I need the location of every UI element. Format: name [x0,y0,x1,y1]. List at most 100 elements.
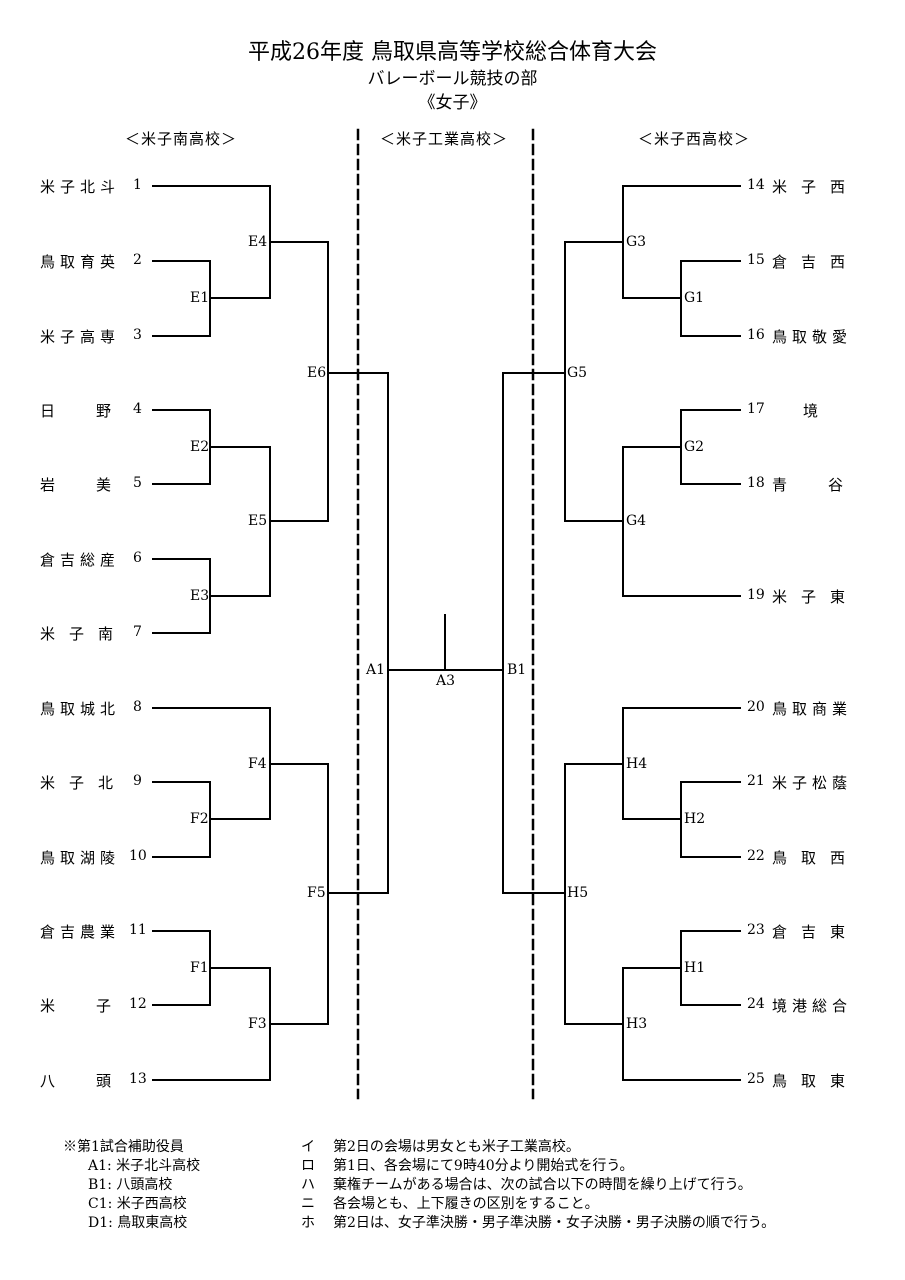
left-team-name: 鳥取育英 [40,253,121,271]
bracket-g5 [564,241,624,522]
right-team-number: 20 [747,699,765,715]
note-mark: ホ [301,1215,315,1231]
left-team-number: 10 [129,848,147,864]
note-text: 第1日、各会場にて9時40分より開始式を行う。 [333,1158,634,1174]
left-team-number: 6 [133,550,142,566]
left-team-name: 米 子 [40,997,125,1015]
bracket-e5 [209,446,271,597]
left-team-name: 米子南 [40,625,128,643]
bracket-h3 [622,967,741,1081]
left-team-name: 鳥取湖陵 [40,849,121,867]
match-label-h5: H5 [567,885,589,901]
right-team-name: 米子松蔭 [772,774,853,792]
bracket-f3 [152,967,271,1081]
right-team-number: 23 [747,922,765,938]
left-team-name: 米子北 [40,774,128,792]
match-label-g3: G3 [626,234,647,250]
right-team-name: 鳥取敬愛 [772,328,853,346]
right-team-number: 17 [747,401,765,417]
bracket-b1 [502,372,566,894]
match-label-f4: F4 [248,756,267,772]
match-label-b1: B1 [507,662,527,678]
note-mark: ニ [301,1196,315,1212]
match-label-g5: G5 [567,365,588,381]
left-team-number: 11 [129,922,147,938]
match-label-e1: E1 [190,290,210,306]
match-label-g1: G1 [684,290,705,306]
bracket-e1 [152,260,211,337]
match-label-e4: E4 [248,234,268,250]
left-team-name: 米子北斗 [40,178,121,196]
match-label-g2: G2 [684,439,705,455]
bracket-g4 [622,446,741,597]
left-team-number: 12 [129,996,147,1012]
officials-heading: ※第1試合補助役員 [63,1139,184,1155]
note-text: 各会場とも、上下履きの区別をすること。 [333,1196,599,1212]
note-mark: ハ [301,1177,315,1193]
left-team-name: 倉吉農業 [40,923,121,941]
left-team-number: 9 [133,773,142,789]
note-text: 第2日の会場は男女とも米子工業高校。 [333,1139,580,1155]
bracket-g1 [680,260,741,337]
left-team-number: 8 [133,699,142,715]
right-team-name: 米子東 [772,588,860,606]
bracket-e6 [269,241,329,522]
right-team-name: 鳥取商業 [772,700,853,718]
match-label-h2: H2 [684,811,706,827]
match-label-g4: G4 [626,513,647,529]
officials-item: A1: 米子北斗高校 [88,1158,201,1174]
note-mark: イ [301,1139,315,1155]
left-team-name: 日 野 [40,402,125,420]
category-label: 《女子》 [418,93,487,113]
left-team-number: 13 [129,1071,147,1087]
page-title: 平成26年度 鳥取県高等学校総合体育大会 [248,40,657,65]
right-team-name: 米子西 [772,178,860,196]
match-label-f5: F5 [307,885,326,901]
right-team-name: 境 [803,402,824,420]
right-team-number: 15 [747,252,765,268]
match-label-a3: A3 [436,673,456,689]
right-team-name: 鳥取東 [772,1072,860,1090]
left-team-number: 5 [133,475,142,491]
right-team-name: 倉吉東 [772,923,860,941]
right-team-number: 22 [747,848,765,864]
right-team-number: 25 [747,1071,765,1087]
match-label-e2: E2 [190,439,210,455]
right-team-name: 境港総合 [772,997,853,1015]
note-text: 第2日は、女子準決勝・男子準決勝・女子決勝・男子決勝の順で行う。 [333,1215,776,1231]
match-label-f1: F1 [190,960,209,976]
left-team-number: 7 [133,624,142,640]
match-label-e6: E6 [307,365,327,381]
left-team-number: 4 [133,401,142,417]
left-team-number: 2 [133,252,142,268]
right-team-name: 鳥取西 [772,849,860,867]
right-team-number: 14 [747,177,765,193]
right-team-number: 21 [747,773,765,789]
venue-right: ＜米子西高校＞ [638,130,751,148]
match-label-a1: A1 [366,662,386,678]
right-team-number: 19 [747,587,765,603]
left-team-name: 岩 美 [40,476,125,494]
bracket-h5 [564,763,624,1025]
officials-item: D1: 鳥取東高校 [88,1215,188,1231]
match-label-f3: F3 [248,1016,267,1032]
match-label-h4: H4 [626,756,648,772]
bracket-e3 [152,558,211,634]
left-team-number: 1 [133,177,142,193]
left-team-name: 鳥取城北 [40,700,121,718]
officials-item: B1: 八頭高校 [88,1177,173,1193]
venue-left: ＜米子南高校＞ [125,130,238,148]
right-team-number: 16 [747,327,765,343]
venue-center: ＜米子工業高校＞ [380,130,509,148]
bracket-f2 [152,781,211,858]
note-mark: ロ [301,1158,315,1174]
page-subtitle: バレーボール競技の部 [367,69,538,89]
officials-item: C1: 米子西高校 [88,1196,187,1212]
right-team-number: 24 [747,996,765,1012]
match-label-h3: H3 [626,1016,648,1032]
match-label-h1: H1 [684,960,706,976]
match-label-e3: E3 [190,588,210,604]
left-team-name: 米子高専 [40,328,121,346]
note-text: 棄権チームがある場合は、次の試合以下の時間を繰り上げて行う。 [333,1177,752,1193]
